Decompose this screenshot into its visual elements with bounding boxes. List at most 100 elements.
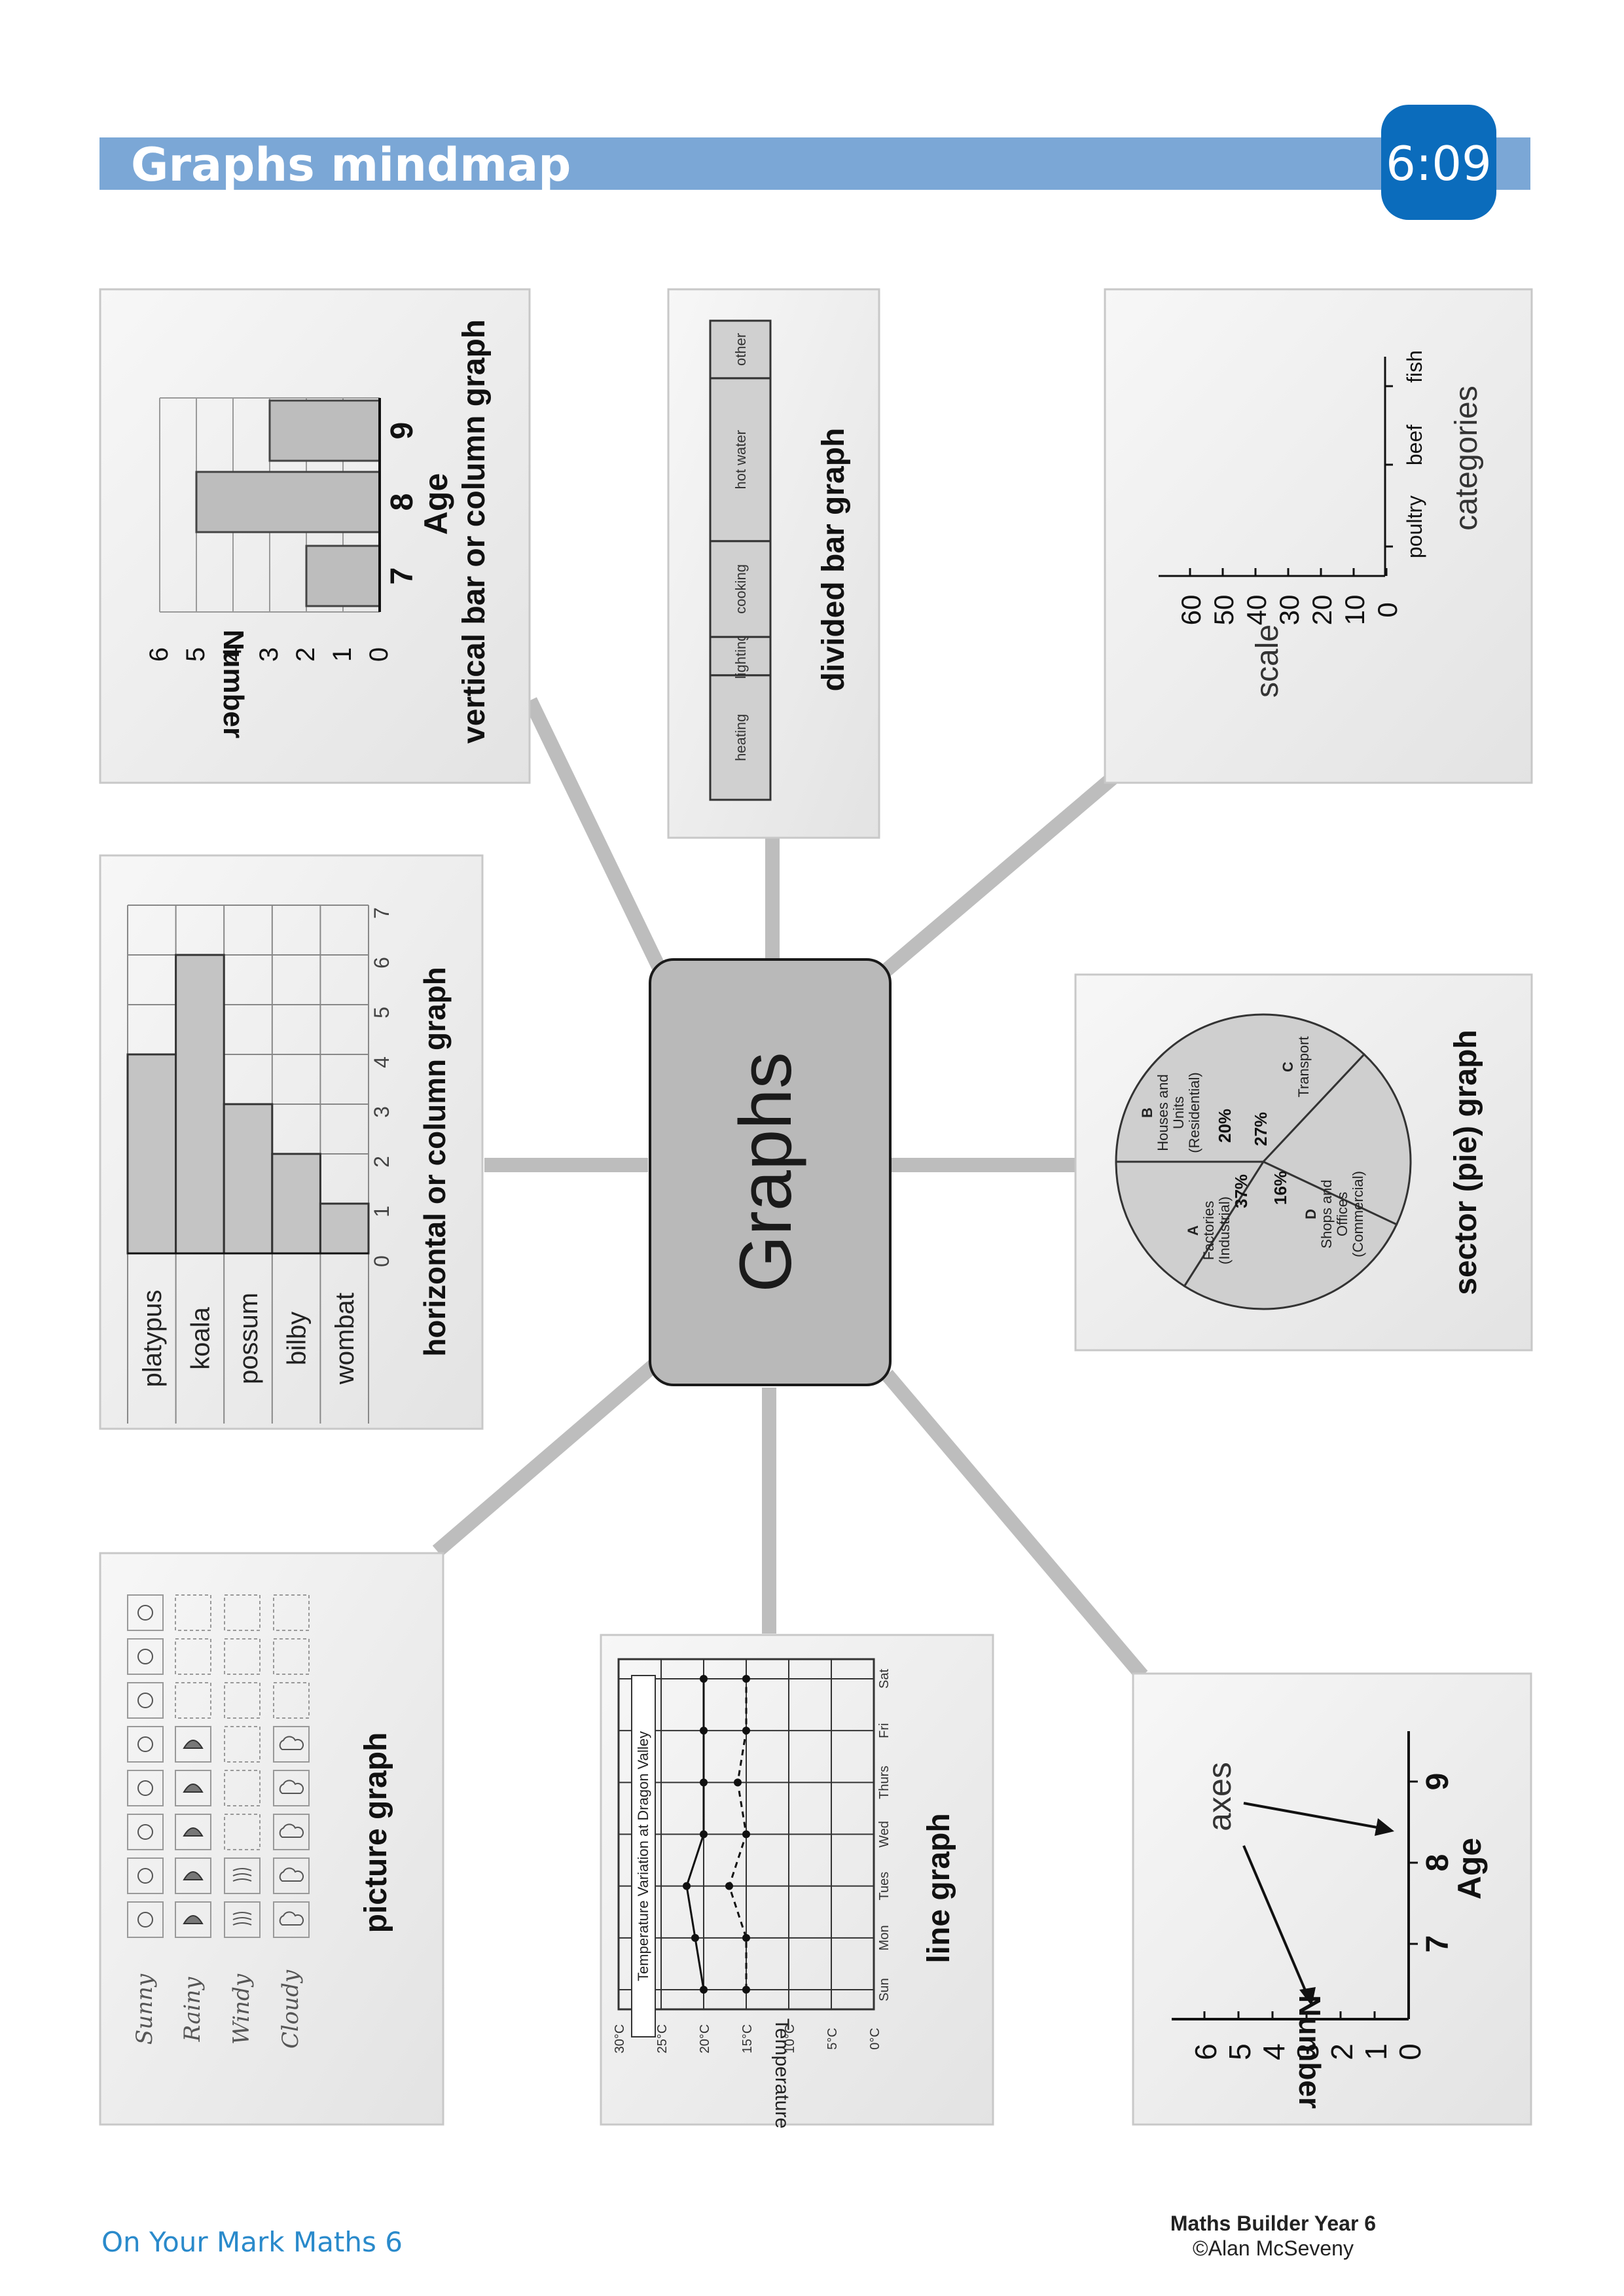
- picture-cell: [273, 1726, 310, 1763]
- lesson-code-badge: [1381, 105, 1496, 220]
- axes-tick-label: 0: [1393, 2043, 1427, 2060]
- vbar-bar: [195, 471, 381, 533]
- axes-category-label: 8: [1420, 1854, 1455, 1872]
- hbar-animal-label: bilby: [283, 1312, 312, 1365]
- footer-book: Maths Builder Year 6: [1170, 2212, 1376, 2235]
- header-banner: Graphs mindmap 6:09: [99, 105, 1530, 220]
- picture-cell: [273, 1594, 310, 1631]
- axes-tick-label: 2: [1325, 2043, 1359, 2060]
- divided-segment: [709, 674, 772, 801]
- sun-icon: [137, 1912, 153, 1928]
- connector-scale: [875, 766, 1125, 981]
- divided-segment: [709, 540, 772, 638]
- rain-umbrella-icon: [183, 1871, 204, 1880]
- picture-cell: [127, 1726, 164, 1763]
- divided-segment: [709, 377, 772, 543]
- picture-cell: [273, 1770, 310, 1806]
- pie-slice: [1183, 1160, 1398, 1310]
- scale-categories-label: categories: [1449, 386, 1484, 530]
- connectors: [432, 697, 1148, 1681]
- scale-tick-label: 50: [1208, 595, 1239, 626]
- pie-percent-label: 16%: [1271, 1171, 1290, 1205]
- sun-icon: [137, 1649, 153, 1664]
- pie-slice-label: A: [1185, 1225, 1201, 1236]
- sun-icon: [137, 1824, 153, 1840]
- divided-segment-label: other: [732, 333, 749, 366]
- pie-slice-label: (Residential): [1186, 1072, 1202, 1153]
- pie-percent-label: 27%: [1251, 1112, 1271, 1146]
- axes-tick-label: 6: [1189, 2043, 1223, 2060]
- line-tick-label: 15°C: [740, 2024, 755, 2054]
- divided-segment-label: heating: [732, 714, 749, 761]
- pie-slice-label: C: [1280, 1062, 1296, 1072]
- picture-cell: [127, 1857, 164, 1894]
- vbar-xlabel: Age: [418, 473, 454, 535]
- footer-copyright: ©Alan McSeveny: [1193, 2236, 1354, 2260]
- picture-row-label: Rainy: [179, 1977, 206, 2042]
- rain-umbrella-icon: [183, 1740, 204, 1749]
- sun-icon: [137, 1736, 153, 1752]
- picture-caption: picture graph: [359, 1732, 393, 1933]
- picture-cell: [224, 1901, 261, 1938]
- vbar-tick-label: 4: [218, 647, 247, 662]
- hbar-animal-label: koala: [186, 1306, 215, 1369]
- hbar-tick-label: 6: [370, 957, 393, 969]
- pie-slice-label: Shops and: [1318, 1179, 1335, 1248]
- vbar-bar: [305, 545, 381, 607]
- divided-segment: [709, 319, 772, 380]
- line-day-label: Fri: [877, 1723, 892, 1738]
- hbar-animal-label: wombat: [331, 1293, 359, 1385]
- vbar-ylabel: Number: [217, 630, 249, 738]
- hbar-bar: [319, 1202, 370, 1255]
- picture-cell: [175, 1726, 211, 1763]
- pie-slice-label: Factories: [1200, 1201, 1217, 1260]
- line-series: [728, 1679, 748, 1990]
- hbar-animal-label: platypus: [138, 1290, 167, 1388]
- sun-icon: [137, 1868, 153, 1884]
- picture-cell: [175, 1594, 211, 1631]
- scale-category-label: beef: [1403, 425, 1426, 465]
- horizontal-bar-caption: horizontal or column graph: [418, 967, 452, 1356]
- axes-tick-label: 5: [1223, 2043, 1257, 2060]
- vbar-category-label: 9: [385, 422, 420, 440]
- vbar-tick-label: 0: [365, 647, 393, 662]
- hbar-bar: [126, 1053, 177, 1255]
- line-tick-label: 30°C: [613, 2024, 627, 2054]
- axes-xlabel: Age: [1451, 1838, 1488, 1899]
- axes-arrow-line: [1243, 1802, 1388, 1831]
- divided-segment-label: cooking: [732, 564, 749, 614]
- axes-label: axes: [1201, 1762, 1238, 1831]
- line-ylabel: Temperature: [771, 2018, 793, 2128]
- hbar-bar: [175, 954, 225, 1255]
- pie-slice-label: (Commercial): [1350, 1171, 1366, 1257]
- picture-cell: [224, 1857, 261, 1894]
- hbar-tick-label: 0: [370, 1255, 393, 1267]
- cloud-icon: [279, 1823, 304, 1838]
- arrowhead-icon: [1375, 1818, 1394, 1836]
- line-day-label: Thurs: [877, 1766, 892, 1799]
- scale-tick-label: 60: [1176, 595, 1206, 626]
- line-day-label: Mon: [877, 1925, 892, 1950]
- footer-series: On Your Mark Maths 6: [101, 2226, 403, 2258]
- picture-cell: [175, 1857, 211, 1894]
- divided-segment: [709, 636, 772, 677]
- picture-cell: [175, 1770, 211, 1806]
- pie-percent-label: 37%: [1231, 1174, 1251, 1208]
- scale-tick-label: 30: [1274, 595, 1305, 626]
- picture-cell: [273, 1901, 310, 1938]
- pie-caption: sector (pie) graph: [1449, 1030, 1483, 1295]
- line-title-box: [631, 1675, 656, 2037]
- pie-slice-label: B: [1139, 1107, 1155, 1118]
- line-day-label: Wed: [877, 1821, 892, 1848]
- sun-icon: [137, 1693, 153, 1708]
- picture-cell: [224, 1594, 261, 1631]
- vbar-tick-label: 5: [181, 647, 210, 662]
- pie-slice-label: Houses and: [1155, 1074, 1171, 1151]
- pie-slice-label: Transport: [1295, 1036, 1312, 1097]
- line-tick-label: 25°C: [655, 2024, 670, 2054]
- scale-label: scale: [1250, 624, 1285, 698]
